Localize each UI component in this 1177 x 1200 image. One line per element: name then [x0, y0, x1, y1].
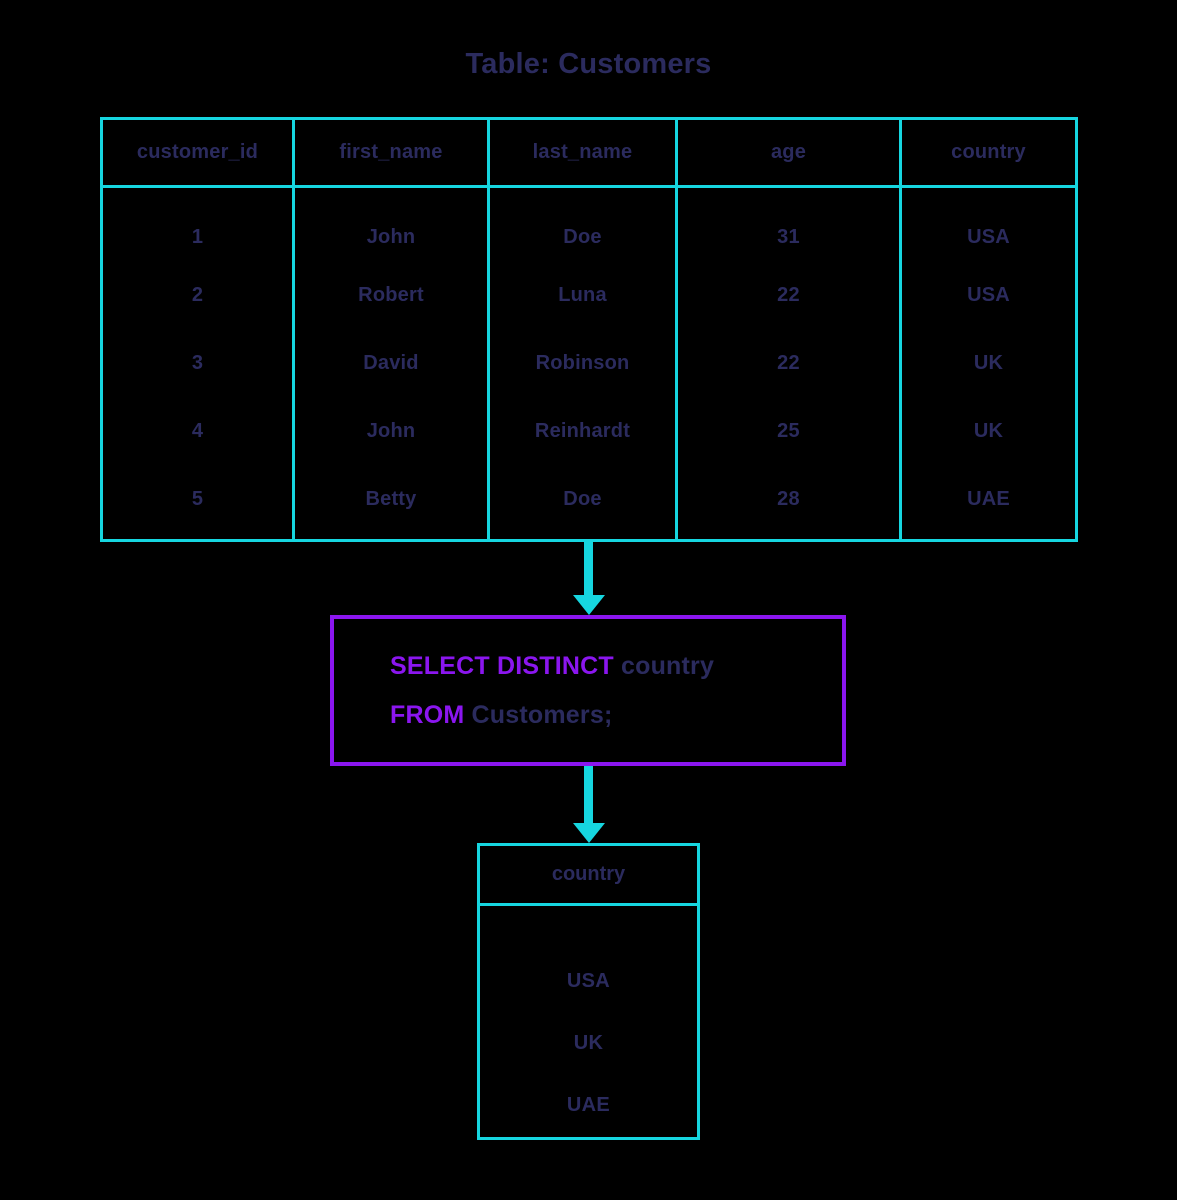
source-column-customer-id: customer_id	[103, 120, 295, 185]
source-column-age: age	[678, 120, 902, 185]
source-column-country: country	[902, 120, 1075, 185]
sql-query-box: SELECT DISTINCT country FROM Customers;	[330, 615, 846, 766]
table-cell: Betty	[365, 487, 417, 510]
table-cell: 4	[191, 419, 204, 442]
result-column-header-country: country	[480, 846, 697, 906]
table-cell: Robinson	[535, 351, 630, 374]
table-cell: 3	[191, 351, 204, 374]
result-table: country USA UK UAE	[477, 843, 700, 1140]
table-cell: 31	[777, 226, 800, 248]
table-cell: John	[366, 226, 416, 248]
sql-keyword-select-distinct: SELECT DISTINCT	[390, 651, 614, 680]
table-cell: 25	[777, 419, 800, 442]
table-to-query-arrow-icon	[568, 542, 608, 615]
source-body-column-country: USA USA UK UK UAE	[902, 188, 1075, 539]
table-cell: UK	[973, 351, 1004, 374]
table-cell: UK	[973, 419, 1004, 442]
table-cell: Reinhardt	[534, 419, 631, 442]
source-body-column-last-name: Doe Luna Robinson Reinhardt Doe	[490, 188, 678, 539]
table-cell: UAE	[967, 487, 1010, 510]
page-title: Table: Customers	[465, 48, 712, 80]
column-header-last-name: last_name	[532, 141, 633, 163]
sql-keyword-from: FROM	[390, 700, 465, 729]
result-row: USA	[566, 969, 611, 992]
source-table-header-row: customer_id first_name last_name age cou…	[103, 120, 1075, 188]
arrow-shaft	[584, 766, 593, 823]
arrow-head	[573, 823, 605, 843]
source-column-first-name: first_name	[295, 120, 490, 185]
table-cell: 1	[191, 226, 204, 248]
table-cell: Doe	[563, 487, 602, 510]
table-cell: Doe	[563, 226, 602, 248]
table-cell: USA	[967, 226, 1010, 248]
sql-query-line-1: SELECT DISTINCT country	[390, 642, 842, 691]
sql-query-line-2: FROM Customers;	[390, 691, 842, 740]
table-cell: 22	[777, 351, 800, 374]
table-cell: John	[366, 419, 416, 442]
table-cell: 5	[191, 487, 204, 510]
source-table: customer_id first_name last_name age cou…	[100, 117, 1078, 542]
result-row: UK	[573, 1031, 604, 1054]
arrow-head	[573, 595, 605, 615]
sql-identifier-country: country	[613, 651, 715, 680]
column-header-first-name: first_name	[339, 141, 443, 163]
arrow-shaft	[584, 542, 593, 595]
query-to-result-arrow-icon	[568, 766, 608, 843]
source-body-column-age: 31 22 22 25 28	[678, 188, 902, 539]
table-cell: USA	[967, 283, 1010, 306]
table-cell: 28	[777, 487, 800, 510]
table-cell: David	[363, 351, 419, 374]
column-header-customer-id: customer_id	[136, 141, 259, 163]
column-header-age: age	[770, 141, 807, 163]
source-column-last-name: last_name	[490, 120, 678, 185]
result-table-body: USA UK UAE	[480, 906, 697, 1137]
sql-identifier-customers: Customers;	[464, 700, 613, 729]
table-cell: Robert	[358, 283, 424, 306]
source-body-column-first-name: John Robert David John Betty	[295, 188, 490, 539]
table-cell: Luna	[558, 283, 607, 306]
source-body-column-customer-id: 1 2 3 4 5	[103, 188, 295, 539]
column-header-country: country	[951, 141, 1026, 163]
result-row: UAE	[566, 1094, 611, 1117]
table-cell: 22	[777, 283, 800, 306]
source-table-body: 1 2 3 4 5 John Robert David John Betty D…	[103, 188, 1075, 539]
table-cell: 2	[191, 283, 204, 306]
